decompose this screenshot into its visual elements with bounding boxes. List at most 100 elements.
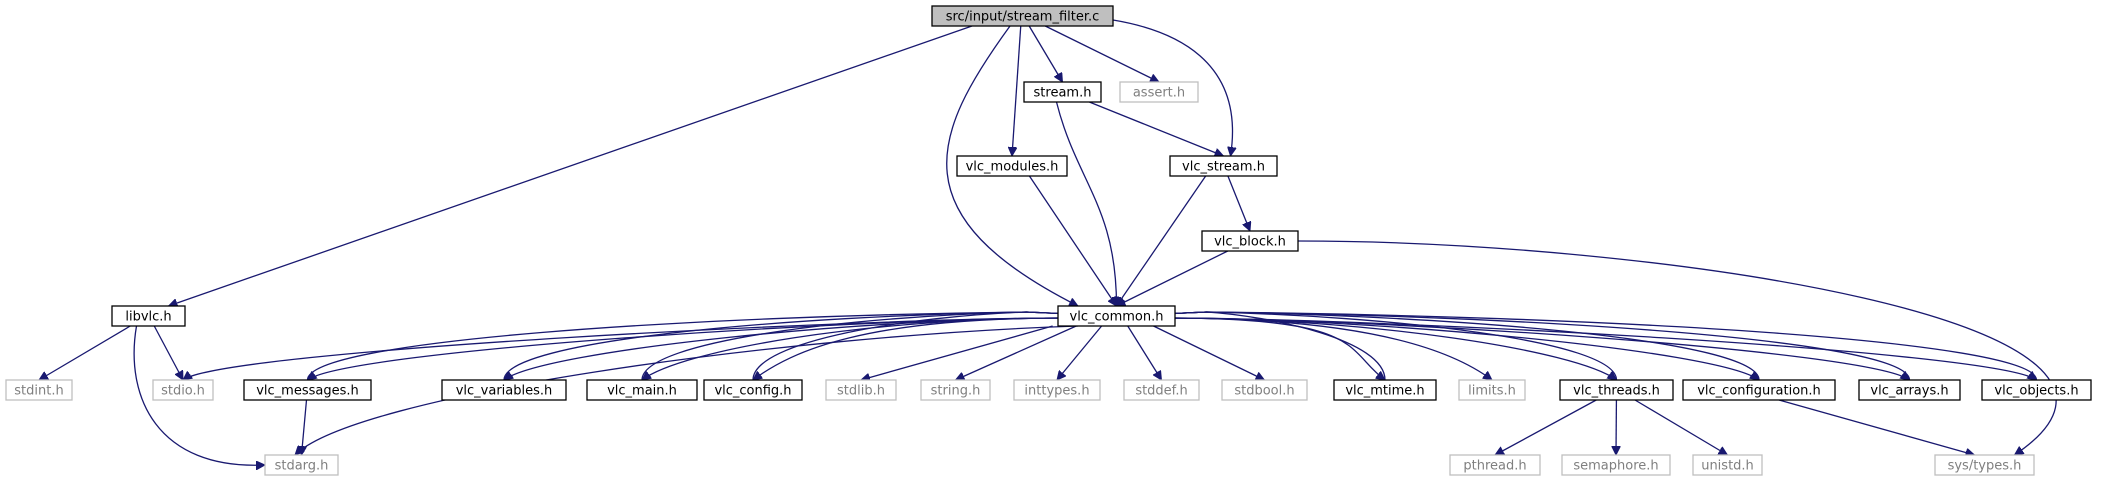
node-label: stream.h xyxy=(1034,86,1092,101)
node-box xyxy=(441,379,567,401)
edge-vlc_common-to-vlc_objects xyxy=(1166,317,2037,380)
node-label: vlc_main.h xyxy=(607,384,677,399)
node-stdlib: stdlib.h xyxy=(825,379,897,401)
node-label: vlc_config.h xyxy=(714,384,791,399)
edge-vlc_config-to-vlc_common xyxy=(752,312,1071,381)
node-box xyxy=(1013,379,1101,401)
node-limits: limits.h xyxy=(1458,379,1526,401)
node-box xyxy=(1934,454,2035,476)
node-box xyxy=(1858,379,1961,401)
node-vlc-mtime[interactable]: vlc_mtime.h xyxy=(1333,379,1437,401)
node-box xyxy=(1692,454,1763,476)
node-label: vlc_common.h xyxy=(1070,310,1164,325)
node-box xyxy=(586,379,698,401)
node-stdbool: stdbool.h xyxy=(1221,379,1308,401)
node-label: vlc_variables.h xyxy=(456,384,553,399)
edge-vlc_configuration-to-sys_types xyxy=(1778,399,1975,455)
node-vlc-configuration[interactable]: vlc_configuration.h xyxy=(1682,379,1836,401)
edge-stream_filter-to-assert xyxy=(1044,25,1159,83)
node-label: vlc_mtime.h xyxy=(1345,384,1424,399)
node-label: vlc_block.h xyxy=(1214,235,1286,250)
node-label: vlc_messages.h xyxy=(256,384,359,399)
edge-layer xyxy=(39,19,2057,465)
edge-vlc_common-to-vlc_messages xyxy=(308,317,1067,380)
node-box xyxy=(1559,379,1674,401)
node-stddef: stddef.h xyxy=(1123,379,1200,401)
node-box xyxy=(1221,379,1308,401)
node-vlc-arrays[interactable]: vlc_arrays.h xyxy=(1858,379,1961,401)
node-label: stdio.h xyxy=(161,384,205,399)
edge-stream-to-vlc_stream xyxy=(1089,101,1223,156)
node-label: stdint.h xyxy=(14,384,63,399)
node-vlc-main[interactable]: vlc_main.h xyxy=(586,379,698,401)
edge-vlc_messages-to-vlc_common xyxy=(306,312,1071,381)
node-box xyxy=(1057,305,1176,327)
edge-vlc_common-to-inttypes xyxy=(1057,325,1103,380)
edge-vlc_common-to-stdarg xyxy=(295,325,1079,455)
edge-stream_filter-to-vlc_common xyxy=(946,25,1078,307)
node-label: vlc_stream.h xyxy=(1182,160,1265,175)
node-vlc-messages[interactable]: vlc_messages.h xyxy=(243,379,372,401)
node-label: vlc_configuration.h xyxy=(1697,384,1821,399)
node-vlc-config[interactable]: vlc_config.h xyxy=(703,379,803,401)
node-label: sys/types.h xyxy=(1948,459,2022,474)
node-label: inttypes.h xyxy=(1024,384,1089,399)
node-box xyxy=(264,454,339,476)
edge-vlc_stream-to-vlc_block xyxy=(1227,175,1250,231)
node-pthread: pthread.h xyxy=(1449,454,1541,476)
edge-vlc_common-to-stdbool xyxy=(1153,325,1265,381)
node-box xyxy=(1682,379,1836,401)
node-label: stdlib.h xyxy=(837,384,885,399)
edge-stream-to-vlc_common xyxy=(1055,101,1117,306)
node-label: pthread.h xyxy=(1463,459,1526,474)
node-box xyxy=(931,5,1114,27)
node-label: semaphore.h xyxy=(1573,459,1658,474)
node-label: limits.h xyxy=(1468,384,1516,399)
edge-vlc_configuration-to-vlc_common xyxy=(1163,312,1760,381)
node-vlc-common[interactable]: vlc_common.h xyxy=(1057,305,1176,327)
edge-libvlc-to-stdarg xyxy=(133,325,265,465)
edge-stream_filter-to-vlc_modules xyxy=(1012,25,1022,156)
edge-vlc_common-to-vlc_main xyxy=(642,317,1067,380)
node-vlc-stream[interactable]: vlc_stream.h xyxy=(1169,155,1278,177)
edge-vlc_common-to-vlc_config xyxy=(753,317,1067,380)
edge-vlc_messages-to-stdarg xyxy=(302,399,308,455)
node-label: vlc_modules.h xyxy=(966,160,1059,175)
edge-vlc_threads-to-vlc_common xyxy=(1163,312,1618,381)
node-vlc-threads[interactable]: vlc_threads.h xyxy=(1559,379,1674,401)
node-label: assert.h xyxy=(1133,86,1185,101)
node-label: unistd.h xyxy=(1701,459,1754,474)
edge-stream_filter-to-libvlc xyxy=(169,25,973,306)
node-vlc-modules[interactable]: vlc_modules.h xyxy=(956,155,1068,177)
node-vlc-objects[interactable]: vlc_objects.h xyxy=(1981,379,2092,401)
node-box xyxy=(920,379,991,401)
edge-libvlc-to-stdio xyxy=(153,325,184,380)
node-box xyxy=(1201,230,1299,252)
node-label: vlc_arrays.h xyxy=(1870,384,1948,399)
node-stream[interactable]: stream.h xyxy=(1023,81,1102,103)
edge-vlc_variables-to-vlc_common xyxy=(503,312,1071,381)
node-box xyxy=(1449,454,1541,476)
node-vlc-variables[interactable]: vlc_variables.h xyxy=(441,379,567,401)
node-vlc-block[interactable]: vlc_block.h xyxy=(1201,230,1299,252)
node-box xyxy=(703,379,803,401)
node-box xyxy=(5,379,73,401)
node-semaphore: semaphore.h xyxy=(1561,454,1671,476)
node-stdarg: stdarg.h xyxy=(264,454,339,476)
edge-vlc_objects-to-vlc_common xyxy=(1163,312,2038,381)
edge-vlc_block-to-vlc_common xyxy=(1117,250,1229,307)
node-box xyxy=(1169,155,1278,177)
node-box xyxy=(1123,379,1200,401)
node-box xyxy=(825,379,897,401)
node-assert: assert.h xyxy=(1119,81,1199,103)
node-box xyxy=(1023,81,1102,103)
node-label: stdbool.h xyxy=(1234,384,1294,399)
node-unistd: unistd.h xyxy=(1692,454,1763,476)
node-box xyxy=(111,305,186,327)
node-stream-filter[interactable]: src/input/stream_filter.c xyxy=(931,5,1114,27)
edge-stream_filter-to-stream xyxy=(1028,25,1064,82)
node-libvlc[interactable]: libvlc.h xyxy=(111,305,186,327)
node-sys-types: sys/types.h xyxy=(1934,454,2035,476)
node-box xyxy=(152,379,214,401)
